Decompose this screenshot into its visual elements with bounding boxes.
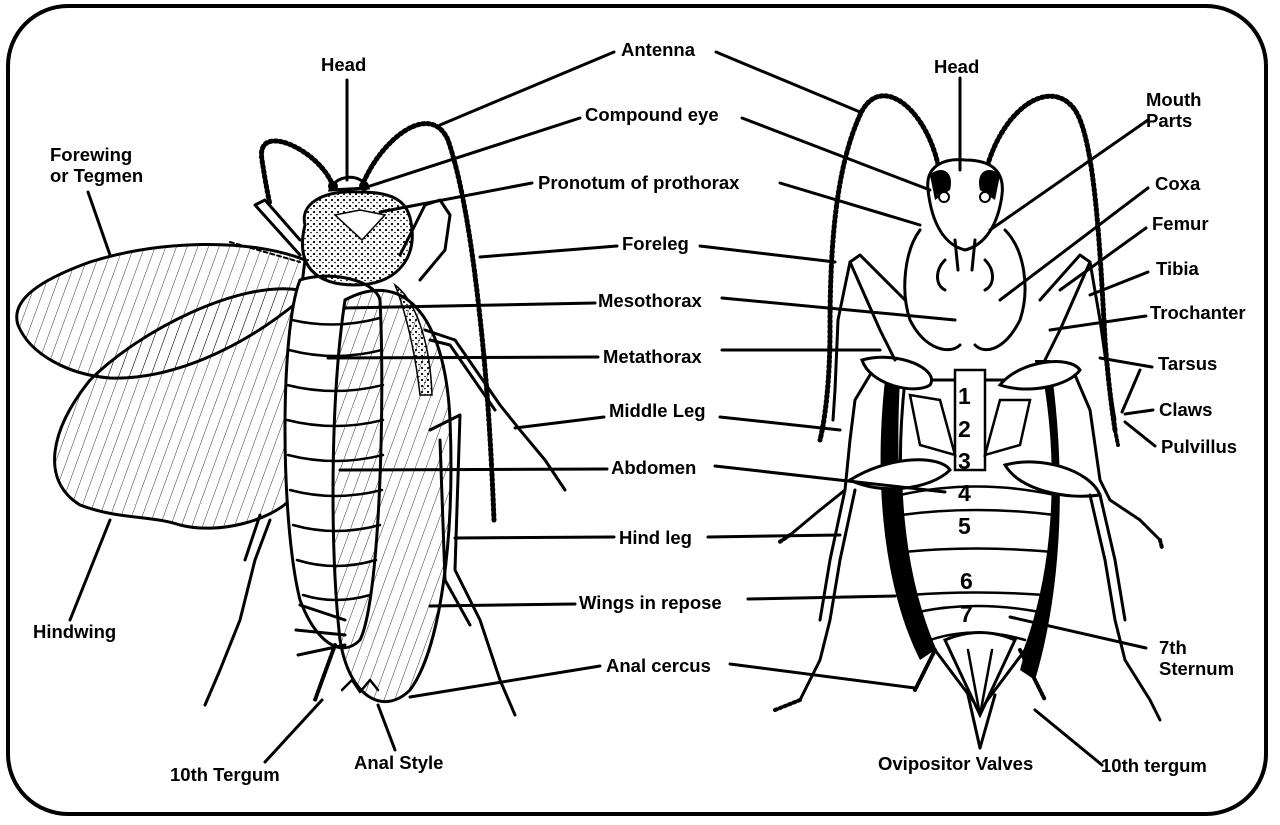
dorsal-wing-in-repose [331, 289, 453, 703]
segment-number-6: 6 [960, 568, 973, 594]
ventral-cockroach: 1 2 3 4 5 6 7 [773, 93, 1164, 722]
label-middle-leg: Middle Leg [609, 400, 706, 421]
ventral-mouth-parts [936, 238, 994, 292]
ventral-tibia [1088, 260, 1117, 422]
ventral-foreleg [848, 253, 907, 362]
label-ovipositor-valves: Ovipositor Valves [878, 753, 1034, 774]
label-dorsal-tenth-tergum: 10th Tergum [170, 764, 280, 785]
segment-number-4: 4 [958, 480, 971, 506]
label-ventral-head: Head [934, 56, 980, 77]
label-mouth-parts: Mouth Parts [1146, 89, 1202, 131]
ventral-tarsus [1113, 428, 1120, 447]
label-trochanter: Trochanter [1150, 302, 1246, 323]
label-forewing: Forewing or Tegmen [50, 144, 144, 186]
ventral-hind-leg-right [1088, 493, 1162, 722]
ventral-femur [1038, 253, 1092, 362]
label-coxa: Coxa [1155, 173, 1201, 194]
dorsal-compound-eye-left [328, 181, 338, 191]
dorsal-antenna-right [359, 121, 497, 523]
label-ventral-tenth-tergum: 10th tergum [1101, 755, 1207, 776]
label-abdomen: Abdomen [611, 457, 697, 478]
dorsal-cockroach [15, 121, 567, 717]
segment-number-5: 5 [958, 513, 971, 539]
label-anal-style: Anal Style [354, 752, 444, 773]
segment-number-1: 1 [958, 383, 971, 409]
ventral-coxa [860, 355, 934, 391]
label-compound-eye: Compound eye [585, 104, 719, 125]
label-tibia: Tibia [1156, 258, 1199, 279]
label-foreleg: Foreleg [622, 233, 689, 254]
ventral-tenth-tergum [1018, 648, 1047, 702]
label-mesothorax: Mesothorax [598, 290, 702, 311]
segment-number-3: 3 [958, 448, 971, 474]
dorsal-anal-cercus [313, 643, 337, 702]
ventral-anal-cercus [913, 648, 937, 692]
label-hind-leg: Hind leg [619, 527, 692, 548]
segment-number-7: 7 [960, 601, 973, 627]
label-hindwing: Hindwing [33, 621, 117, 642]
dorsal-antenna-left [259, 138, 336, 208]
ventral-ovipositor-valves [942, 631, 1018, 719]
dorsal-hind-leg [428, 413, 517, 717]
label-pronotum: Pronotum of prothorax [538, 172, 740, 193]
label-dorsal-head: Head [321, 54, 367, 75]
dorsal-foreleg [398, 198, 452, 282]
label-seventh-sternum: 7th Sternum [1159, 637, 1235, 679]
dorsal-compound-eye-right [359, 181, 369, 191]
label-antenna: Antenna [621, 39, 695, 60]
dorsal-forewing [15, 242, 307, 380]
label-pulvillus: Pulvillus [1161, 436, 1238, 457]
label-anal-cercus: Anal cercus [606, 655, 711, 676]
label-metathorax: Metathorax [603, 346, 702, 367]
dorsal-middle-leg [423, 328, 567, 492]
leader-lines [68, 50, 1157, 767]
ventral-middle-leg-left [788, 373, 872, 537]
segment-number-2: 2 [958, 416, 971, 442]
label-wings-in-repose: Wings in repose [579, 592, 722, 613]
label-claws: Claws [1159, 399, 1213, 420]
label-femur: Femur [1152, 213, 1209, 234]
label-tarsus: Tarsus [1158, 353, 1218, 374]
ventral-antenna-left [817, 93, 943, 443]
dorsal-pronotum [300, 190, 414, 287]
